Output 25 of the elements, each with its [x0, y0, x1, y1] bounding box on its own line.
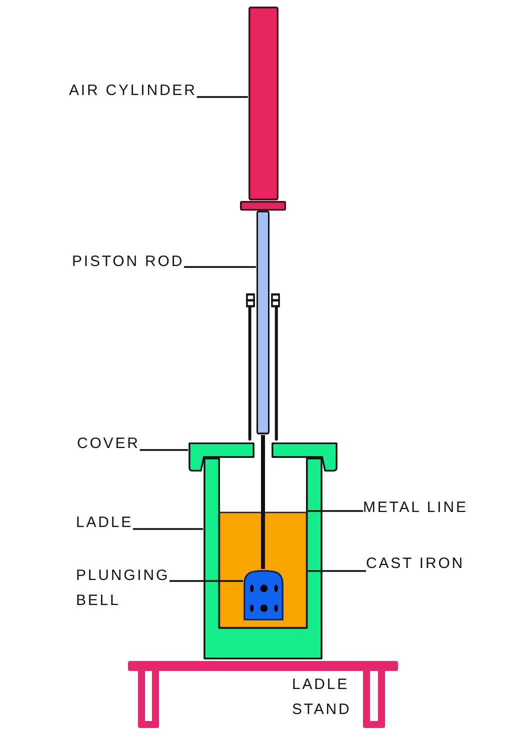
part-label: METAL LINE	[363, 498, 468, 516]
leader-line	[196, 96, 248, 98]
rod-guide-tube	[245, 292, 256, 442]
leader-line	[133, 528, 203, 530]
ladle-cover	[188, 442, 255, 472]
ladle	[203, 457, 323, 660]
piston-rod	[256, 210, 270, 435]
part-label: PISTON ROD	[72, 252, 184, 270]
part-label: LADLE	[76, 514, 134, 532]
leader-line	[170, 580, 243, 582]
plunger-rod	[261, 435, 265, 569]
leader-line	[140, 449, 188, 451]
part-label: PLUNGING BELL	[76, 566, 170, 610]
part-label: AIR CYLINDER	[69, 82, 197, 100]
leader-line	[184, 266, 256, 268]
rod-guide-tube	[270, 292, 281, 442]
plunging-bell	[243, 569, 284, 621]
leader-line	[308, 570, 366, 572]
part-label: CAST IRON	[366, 555, 465, 573]
leader-line	[308, 510, 363, 512]
air-cylinder	[248, 6, 279, 201]
ladle-cover	[271, 442, 338, 472]
part-label: LADLE STAND	[292, 675, 352, 720]
part-label: COVER	[77, 435, 140, 453]
molten-iron	[218, 511, 308, 629]
